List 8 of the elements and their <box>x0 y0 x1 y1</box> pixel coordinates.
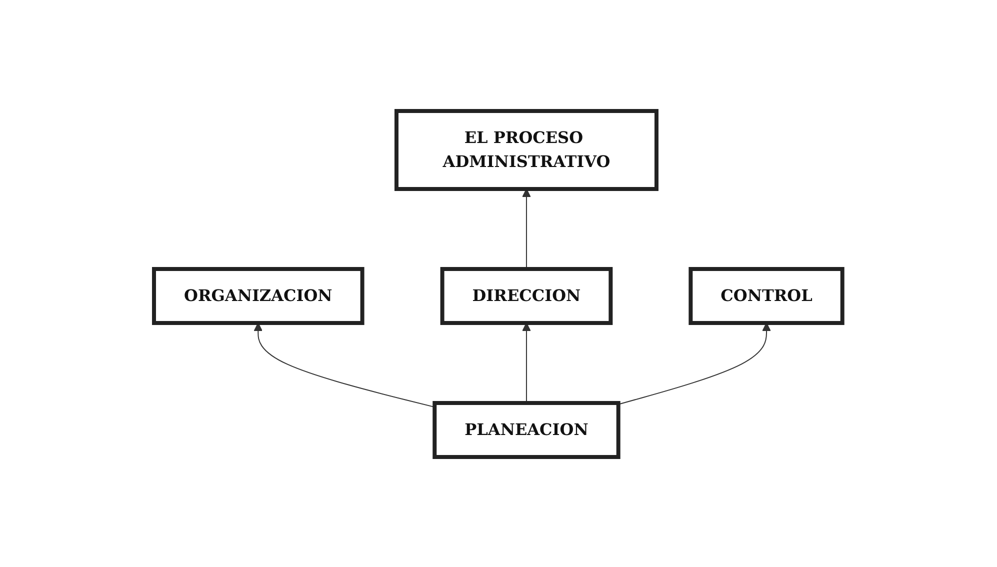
arrow <box>618 322 772 404</box>
node-box: CONTROL <box>688 266 845 324</box>
arrow <box>522 322 532 403</box>
arrow <box>522 188 532 269</box>
node-box: PLANEACION <box>432 400 621 458</box>
node-box: ORGANIZACION <box>152 266 365 324</box>
node-box: EL PROCESO ADMINISTRATIVO <box>394 108 659 190</box>
node-box: DIRECCION <box>440 266 613 324</box>
